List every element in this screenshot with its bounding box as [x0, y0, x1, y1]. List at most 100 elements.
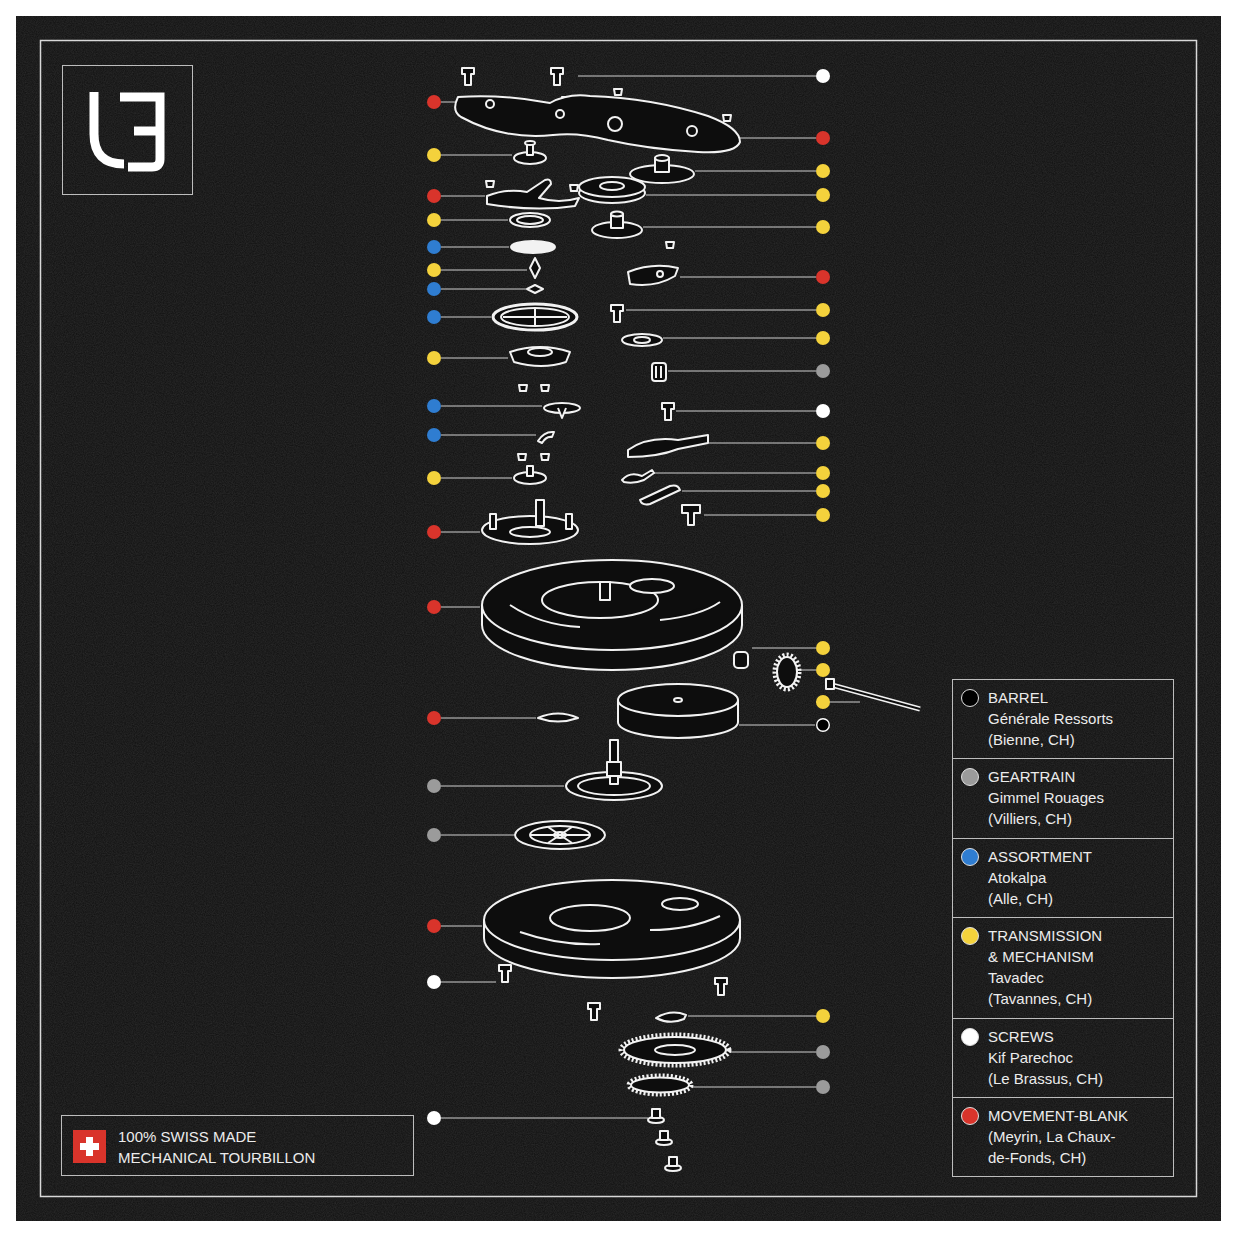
box-text: 100% SWISS MADE MECHANICAL TOURBILLON	[118, 1126, 338, 1168]
drawing-ellipse	[655, 155, 669, 161]
drawing-line	[441, 220, 508, 221]
drawing-use	[611, 305, 623, 322]
drawing-rect	[826, 679, 834, 689]
drawing-path	[120, 97, 160, 167]
drawing-line	[441, 607, 480, 608]
supplier-label: Gimmel Rouages	[988, 787, 1165, 808]
drawing-line	[441, 196, 485, 197]
drawing-circle	[486, 100, 494, 108]
drawing-circle	[816, 404, 830, 418]
drawing-circle	[427, 919, 441, 933]
legend-row: ASSORTMENTAtokalpa(Alle, CH)	[953, 838, 1173, 917]
drawing-circle	[427, 148, 441, 162]
supplier-label: Générale Ressorts	[988, 708, 1165, 729]
drawing-use	[486, 181, 494, 187]
drawing-circle	[816, 270, 830, 284]
drawing-path	[510, 347, 570, 366]
drawing-rect	[527, 466, 533, 476]
drawing-use	[541, 454, 549, 460]
drawing-line	[652, 473, 816, 474]
drawing-ellipse	[611, 212, 623, 217]
legend-heading: MOVEMENT-BLANK	[988, 1105, 1163, 1126]
drawing-line	[800, 670, 816, 671]
drawing-ellipse	[515, 821, 605, 849]
drawing-path	[94, 92, 124, 164]
drawing-line	[709, 443, 816, 444]
drawing-line	[740, 138, 816, 139]
drawing-circle	[816, 220, 830, 234]
drawing-line	[441, 835, 514, 836]
drawing-circle	[816, 1009, 830, 1023]
drawing-path	[656, 1013, 686, 1022]
legend-row: GEARTRAINGimmel Rouages(Villiers, CH)	[953, 758, 1173, 838]
drawing-line	[441, 102, 455, 103]
paper-texture	[16, 16, 1221, 1221]
drawing-path	[682, 505, 700, 525]
drawing-circle	[427, 711, 441, 725]
drawing-circle	[608, 117, 622, 131]
drawing-path	[527, 285, 543, 293]
drawing-circle	[427, 600, 441, 614]
drawing-ellipse	[501, 308, 569, 326]
drawing-line	[646, 195, 816, 196]
drawing-ellipse	[493, 304, 577, 330]
drawing-line	[548, 827, 572, 843]
drawing-path	[628, 435, 708, 457]
drawing-path	[530, 258, 540, 278]
drawing-use	[518, 454, 526, 460]
drawing-ellipse	[550, 905, 630, 931]
drawing-circle	[427, 779, 441, 793]
drawing-path	[558, 408, 566, 418]
drawing-path	[640, 486, 680, 505]
drawing-circle	[816, 1045, 830, 1059]
drawing-ellipse	[600, 182, 624, 190]
drawing-rect	[536, 500, 544, 526]
drawing-rect	[652, 1109, 660, 1118]
drawing-circle	[816, 1080, 830, 1094]
supplier-label: (Alle, CH)	[988, 888, 1165, 909]
legend-row: SCREWSKif Parechoc(Le Brassus, CH)	[953, 1018, 1173, 1097]
supplier-label: Kif Parechoc	[988, 1047, 1165, 1068]
drawing-circle	[816, 164, 830, 178]
drawing-rect	[607, 762, 621, 776]
supplier-label: Tavadec	[988, 967, 1165, 988]
drawing-circle	[427, 189, 441, 203]
supplier-label: (Le Brassus, CH)	[988, 1068, 1165, 1089]
drawing-line	[663, 338, 816, 339]
drawing-circle	[427, 525, 441, 539]
drawing-rect	[734, 652, 748, 668]
drawing-circle	[427, 471, 441, 485]
drawing-line	[441, 435, 536, 436]
drawing-circle	[687, 126, 697, 136]
legend-swatch	[961, 768, 979, 786]
drawing-line	[682, 491, 816, 492]
drawing-ellipse	[777, 657, 797, 687]
legend-swatch	[961, 1107, 979, 1125]
drawing-circle	[657, 271, 663, 277]
drawing-rect	[652, 363, 666, 381]
supplier-label: Atokalpa	[988, 867, 1165, 888]
leader-lines	[441, 76, 860, 1118]
drawing-ellipse	[775, 655, 799, 689]
drawing-line	[441, 317, 491, 318]
drawing-line	[441, 358, 508, 359]
drawing-circle	[427, 310, 441, 324]
supplier-dots	[427, 69, 830, 1125]
drawing-path	[628, 266, 678, 285]
drawing-line	[441, 786, 564, 787]
drawing-line	[680, 277, 816, 278]
drawing-circle	[816, 641, 830, 655]
drawing-rect	[600, 582, 610, 600]
drawing-ellipse	[662, 898, 698, 910]
legend-heading: ASSORTMENT	[988, 846, 1163, 867]
drawing-circle	[427, 240, 441, 254]
drawing-ellipse	[674, 698, 682, 702]
drawing-line	[643, 227, 816, 228]
drawing-use	[519, 385, 527, 391]
drawing-line	[578, 76, 816, 77]
drawing-line	[729, 1052, 816, 1053]
drawing-circle	[556, 110, 564, 118]
drawing-line	[655, 366, 657, 378]
drawing-circle	[817, 719, 830, 732]
